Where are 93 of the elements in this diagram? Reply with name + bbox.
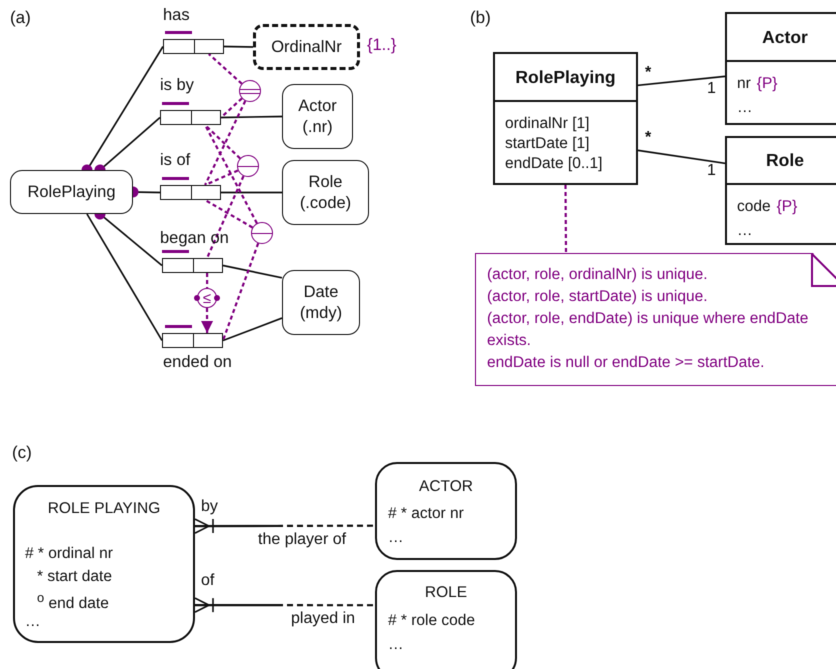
- entity-name: ACTOR: [418, 478, 474, 496]
- dashed-connector: [206, 176, 244, 258]
- note-box: [475, 253, 836, 386]
- fact-type-box: [160, 110, 221, 125]
- uniqueness-constraint-circle: [251, 222, 273, 244]
- dashed-connector: [204, 124, 241, 160]
- dashed-connector: [206, 273, 208, 288]
- attribute-text: …: [388, 529, 404, 547]
- multiplicity: 1: [707, 162, 716, 180]
- note-text: (actor, role, endDate) is unique where endDate exists.: [487, 309, 810, 351]
- role-name: the player of: [258, 531, 346, 549]
- class-name: Role: [727, 138, 836, 185]
- class-box: [725, 136, 836, 245]
- role-name: by: [201, 498, 218, 516]
- connector-line: [221, 192, 282, 194]
- entity-box: [13, 485, 195, 643]
- fact-type-box: [162, 258, 223, 273]
- role-name: played in: [291, 610, 356, 628]
- uniqueness-constraint-circle: [237, 155, 259, 177]
- fact-reading: is by: [160, 76, 194, 95]
- attribute-text: code: [737, 198, 771, 215]
- entity-box: [282, 84, 353, 149]
- entity-name: Role (.code): [298, 172, 352, 214]
- comparison-constraint-circle: [197, 288, 217, 308]
- note-text: (actor, role, ordinalNr) is unique.: [487, 265, 709, 285]
- dashed-connector: [204, 100, 246, 186]
- attribute-text: …: [737, 222, 752, 239]
- entity-name: RolePlaying: [27, 182, 116, 202]
- constraint-symbol: ≤: [202, 290, 212, 306]
- entity-name: Date (mdy): [298, 282, 344, 324]
- attribute-text: ordinalNr [1]: [505, 115, 590, 132]
- connector-line: [222, 264, 282, 279]
- entity-box: [375, 462, 517, 560]
- attribute-text: # * role code: [388, 612, 476, 630]
- property-tag: {P}: [756, 75, 778, 92]
- dashed-connector: [208, 53, 243, 85]
- attribute-text: …: [388, 636, 404, 654]
- class-name: Actor: [727, 14, 836, 62]
- class-name: RolePlaying: [495, 54, 636, 102]
- class-box: [725, 12, 836, 125]
- attribute-text: endDate [0..1]: [505, 155, 602, 172]
- dashed-connector: [204, 199, 254, 228]
- attribute-text: # * ordinal nr: [25, 545, 113, 563]
- fact-reading: has: [163, 6, 190, 25]
- dashed-connector: [204, 124, 258, 224]
- entity-box: [10, 170, 133, 214]
- note-text: (actor, role, startDate) is unique.: [487, 287, 709, 307]
- note-text: endDate is null or endDate >= startDate.: [487, 353, 766, 373]
- entity-name: ROLE PLAYING: [46, 500, 162, 518]
- fact-reading: ended on: [163, 353, 232, 372]
- attribute-text: * start date: [37, 568, 112, 586]
- attribute-text: …: [25, 613, 40, 631]
- dashed-connector: [222, 242, 260, 341]
- uniqueness-constraint-circle: [239, 80, 261, 102]
- connector-line: [638, 76, 726, 86]
- multiplicity: *: [645, 64, 652, 82]
- property-tag: {P}: [776, 198, 798, 215]
- connector-line: [220, 116, 282, 118]
- dashed-connector: [564, 185, 568, 253]
- attribute-text: startDate [1]: [505, 135, 590, 152]
- entity-name: ROLE: [424, 584, 468, 602]
- dashed-connector: [201, 308, 214, 333]
- entity-name: Actor (.nr): [297, 96, 338, 138]
- fact-type-box: [163, 39, 224, 54]
- panel-label: (b): [470, 8, 491, 28]
- value-type-box: [253, 24, 360, 70]
- connector-line: [638, 150, 726, 164]
- value-constraint: {1..}: [367, 36, 396, 55]
- fact-type-box: [162, 333, 223, 348]
- dashed-connector: [194, 518, 375, 534]
- dashed-connector: [204, 170, 238, 186]
- class-box: [493, 52, 638, 185]
- panel-label: (a): [10, 8, 31, 28]
- dashed-connector: [194, 597, 375, 613]
- entity-box: [282, 160, 369, 225]
- attribute-text: # * actor nr: [388, 505, 464, 523]
- fact-reading: began on: [160, 229, 229, 248]
- fact-reading: is of: [160, 151, 190, 170]
- connector-line: [224, 46, 254, 48]
- dashed-connector: [220, 98, 243, 118]
- entity-box: [282, 270, 360, 335]
- panel-label: (c): [12, 443, 32, 463]
- fact-type-box: [160, 185, 221, 200]
- connector-line: [86, 214, 163, 341]
- attribute-text: $^{o}$ end date: [37, 590, 109, 614]
- multiplicity: *: [645, 129, 652, 147]
- connector-line: [222, 317, 282, 342]
- entity-name: OrdinalNr: [271, 36, 342, 58]
- entity-box: [375, 570, 517, 669]
- attribute-text: nr: [737, 75, 751, 92]
- attribute-text: …: [737, 99, 752, 116]
- multiplicity: 1: [707, 80, 716, 98]
- role-name: of: [201, 572, 214, 590]
